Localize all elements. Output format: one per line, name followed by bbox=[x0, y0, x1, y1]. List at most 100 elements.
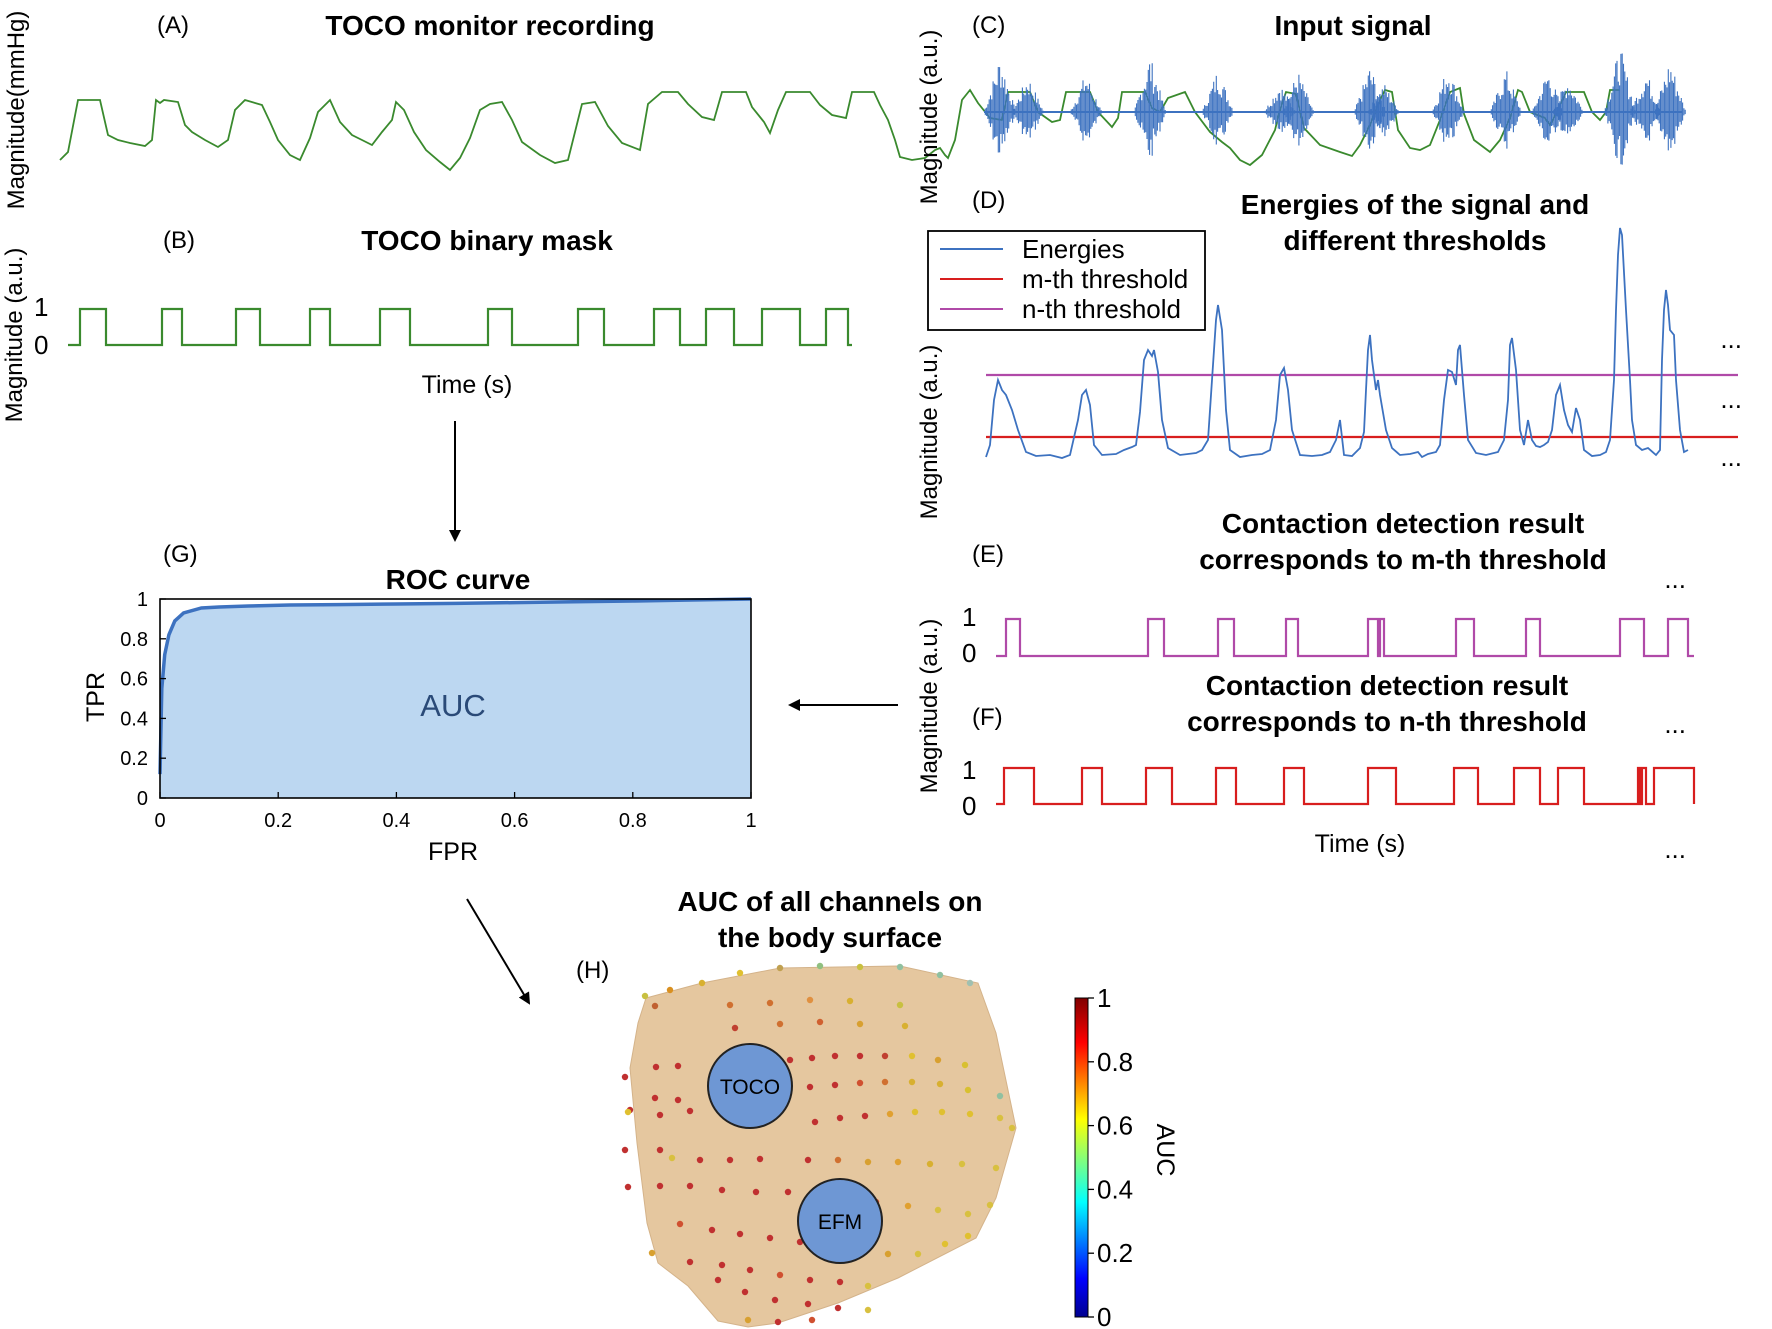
electrode-dot bbox=[996, 1092, 1004, 1100]
panel-d-ellipsis-3: ... bbox=[1720, 442, 1742, 472]
panel-b-title: TOCO binary mask bbox=[361, 225, 613, 256]
electrode-dot bbox=[784, 1188, 792, 1196]
electrode-dot bbox=[656, 1111, 664, 1119]
electrode-dot bbox=[964, 1086, 972, 1094]
colorbar-tick-label: 0.8 bbox=[1097, 1047, 1133, 1077]
electrode-dot bbox=[771, 1296, 779, 1304]
panel-c-title: Input signal bbox=[1274, 10, 1431, 41]
electrode-dot bbox=[964, 1232, 972, 1240]
electrode-dots bbox=[621, 962, 1016, 1326]
signal-burst bbox=[1490, 71, 1522, 149]
panel-b-ylabel: Magnitude (a.u.) bbox=[1, 248, 28, 423]
signal-burst bbox=[984, 67, 1016, 153]
toco-sensor-label: TOCO bbox=[720, 1076, 780, 1099]
electrode-dot bbox=[752, 1188, 760, 1196]
electrode-dot bbox=[904, 1202, 912, 1210]
electrode-dot bbox=[992, 1164, 1000, 1172]
roc-ytick-label: 0 bbox=[137, 788, 148, 810]
legend-energies: Energies bbox=[1022, 234, 1125, 264]
roc-area-label: AUC bbox=[420, 688, 485, 723]
signal-burst bbox=[1202, 75, 1234, 145]
electrode-dot bbox=[776, 1271, 784, 1279]
electrode-dot bbox=[806, 1276, 814, 1284]
n-threshold-detection bbox=[996, 766, 1696, 806]
electrode-dot bbox=[884, 1250, 892, 1258]
electrode-dot bbox=[856, 1052, 864, 1060]
signal-burst bbox=[1134, 63, 1166, 156]
panel-a-ylabel: Magnitude(mmHg) bbox=[3, 11, 30, 210]
electrode-dot bbox=[1008, 1124, 1016, 1132]
electrode-dot bbox=[934, 1056, 942, 1064]
electrode-dot bbox=[718, 1186, 726, 1194]
efm-sensor bbox=[797, 1178, 883, 1264]
colorbar-label: AUC bbox=[1151, 1124, 1179, 1177]
panel-f-ytick-0: 0 bbox=[962, 791, 976, 821]
electrode-dot bbox=[621, 1073, 629, 1081]
panel-d-ylabel: Magnitude (a.u.) bbox=[916, 345, 943, 520]
electrode-dot bbox=[914, 1250, 922, 1258]
roc-xtick-label: 1 bbox=[745, 810, 756, 832]
electrode-dot bbox=[651, 1094, 659, 1102]
electrode-dot bbox=[686, 1107, 694, 1115]
electrode-dot bbox=[756, 1155, 764, 1163]
panel-c-letter: (C) bbox=[972, 12, 1005, 39]
roc-ylabel: TPR bbox=[82, 672, 110, 722]
panel-f-title-2: corresponds to n-th threshold bbox=[1187, 706, 1587, 737]
panel-a: (A) TOCO monitor recording Magnitude(mmH… bbox=[3, 10, 1620, 209]
panel-a-letter: (A) bbox=[157, 12, 189, 39]
panel-e: (E) Contaction detection result correspo… bbox=[962, 508, 1694, 668]
signal-burst bbox=[1368, 85, 1400, 137]
signal-burst bbox=[1630, 80, 1662, 141]
electrode-dot bbox=[911, 1108, 919, 1116]
electrode-dot bbox=[881, 1052, 889, 1060]
efm-sensor-label: EFM bbox=[818, 1211, 862, 1234]
electrode-dot bbox=[831, 1081, 839, 1089]
colorbar-tick-label: 0.2 bbox=[1097, 1238, 1133, 1268]
electrode-dot bbox=[816, 1018, 824, 1026]
roc-ytick-label: 0.4 bbox=[120, 708, 148, 730]
electrode-dot bbox=[731, 1024, 739, 1032]
electrode-dot bbox=[966, 979, 974, 987]
electrode-dot bbox=[621, 1146, 629, 1154]
electrode-dot bbox=[986, 1201, 994, 1209]
panel-d-letter: (D) bbox=[972, 187, 1005, 214]
legend-m-threshold: m-th threshold bbox=[1022, 264, 1188, 294]
electrode-dot bbox=[641, 992, 649, 1000]
electrode-dot bbox=[834, 1156, 842, 1164]
roc-xtick-label: 0.4 bbox=[382, 810, 410, 832]
electrode-dot bbox=[836, 1278, 844, 1286]
panel-b-ytick-0: 0 bbox=[34, 330, 48, 360]
electrode-dot bbox=[676, 1220, 684, 1228]
electrode-dot bbox=[726, 1156, 734, 1164]
electrode-dot bbox=[746, 1266, 754, 1274]
electrode-dot bbox=[714, 1276, 722, 1284]
signal-burst bbox=[1432, 79, 1464, 142]
electrode-dot bbox=[708, 1226, 716, 1234]
electrode-dot bbox=[776, 1020, 784, 1028]
panel-d-title-2: different thresholds bbox=[1284, 225, 1547, 256]
electrode-dot bbox=[864, 1306, 872, 1314]
roc-ytick-label: 0.8 bbox=[120, 629, 148, 651]
panel-f-xlabel: Time (s) bbox=[1315, 830, 1406, 858]
electrode-dot bbox=[936, 1080, 944, 1088]
panel-f-title-1: Contaction detection result bbox=[1206, 670, 1568, 701]
panel-c: (C) Input signal Magnitude (a.u.) bbox=[916, 10, 1686, 204]
roc-curve bbox=[158, 597, 752, 775]
roc-ytick-label: 0.2 bbox=[120, 748, 148, 770]
panel-b-letter: (B) bbox=[163, 227, 195, 254]
panel-e-title-2: corresponds to m-th threshold bbox=[1199, 544, 1607, 575]
electrode-dot bbox=[886, 1110, 894, 1118]
electrode-dot bbox=[896, 963, 904, 971]
electrode-dot bbox=[736, 969, 744, 977]
electrode-dot bbox=[864, 1158, 872, 1166]
panel-h-letter: (H) bbox=[576, 957, 609, 984]
electrode-dot bbox=[811, 1118, 819, 1126]
electrode-dot bbox=[786, 1056, 794, 1064]
electrode-dot bbox=[624, 1108, 632, 1116]
panel-f-ylabel: Magnitude (a.u.) bbox=[916, 619, 943, 794]
legend-n-threshold: n-th threshold bbox=[1022, 294, 1181, 324]
panel-f: (F) Contaction detection result correspo… bbox=[916, 619, 1696, 864]
panel-e-ytick-1: 1 bbox=[962, 602, 976, 632]
electrode-dot bbox=[834, 1304, 842, 1312]
